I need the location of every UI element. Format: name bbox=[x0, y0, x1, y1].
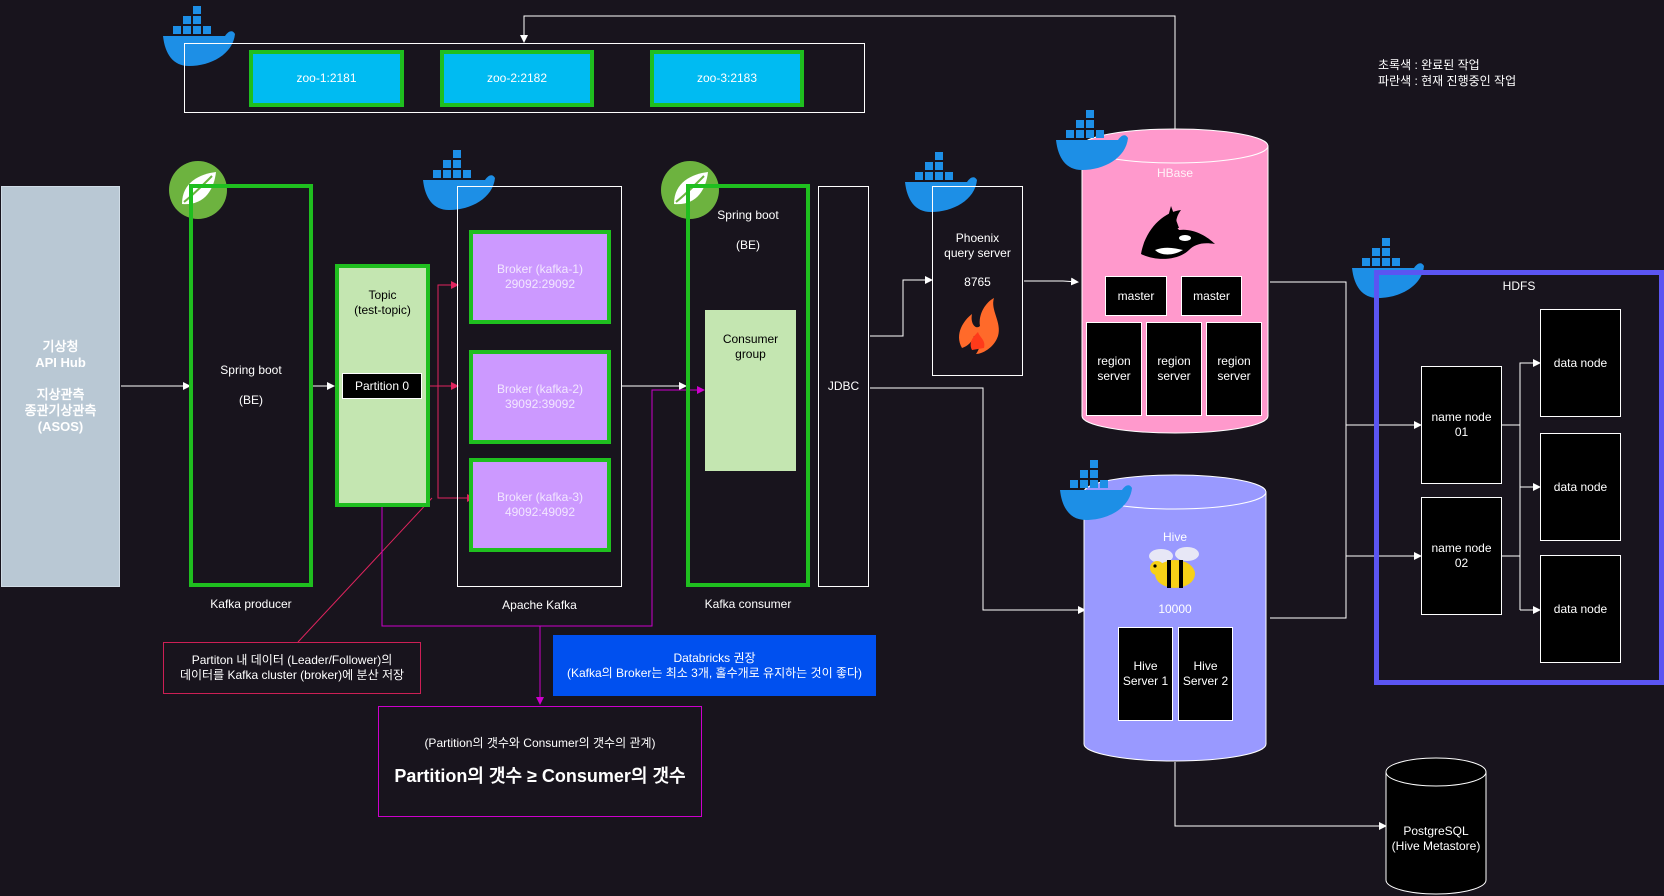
partition-consumer-relation: (Partition의 갯수와 Consumer의 갯수의 관계) Partit… bbox=[378, 706, 702, 817]
legend-in-progress: 파란색 : 현재 진행중인 작업 bbox=[1378, 74, 1517, 88]
source-title: 기상청 API Hub bbox=[35, 338, 86, 370]
topic-title: Topic (test-topic) bbox=[354, 288, 411, 317]
broker-kafka-3: Broker (kafka-3) 49092:49092 bbox=[469, 458, 611, 552]
hive-server-1: Hive Server 1 bbox=[1118, 627, 1173, 721]
docker-icon bbox=[163, 6, 235, 66]
databricks-body: (Kafka의 Broker는 최소 3개, 홀수개로 유지하는 것이 좋다) bbox=[566, 665, 863, 680]
databricks-note: Databricks 권장 (Kafka의 Broker는 최소 3개, 홀수개… bbox=[553, 635, 876, 696]
docker-icon bbox=[423, 150, 495, 210]
data-node-2: data node bbox=[1540, 433, 1621, 541]
postgres-cylinder bbox=[1385, 757, 1487, 895]
hbase-title: HBase bbox=[1156, 166, 1194, 180]
hive-server-2: Hive Server 2 bbox=[1178, 627, 1233, 721]
phoenix-title: Phoenix query server bbox=[944, 231, 1011, 260]
hbase-region-server-2: region server bbox=[1146, 322, 1202, 416]
producer-label: Spring boot (BE) bbox=[220, 363, 282, 407]
postgres-label: PostgreSQL (Hive Metastore) bbox=[1391, 824, 1481, 853]
docker-icon bbox=[1056, 110, 1128, 170]
orca-icon bbox=[1141, 206, 1215, 259]
docker-icon bbox=[905, 152, 977, 212]
hbase-region-server-3: region server bbox=[1206, 322, 1262, 416]
hdfs-title: HDFS bbox=[1502, 279, 1536, 293]
edge-hive-postgres bbox=[1174, 762, 1387, 830]
kafka-producer-box: Spring boot (BE) bbox=[189, 184, 313, 587]
databricks-title: Databricks 권장 bbox=[673, 650, 756, 665]
partition-note: Partiton 내 데이터 (Leader/Follower)의 데이터를 K… bbox=[163, 642, 421, 694]
source-subtitle: 지상관측 종관기상관측 (ASOS) bbox=[24, 386, 97, 434]
white-connectors bbox=[121, 15, 1541, 830]
phoenix-flame-icon bbox=[959, 298, 999, 354]
phoenix-box: Phoenix query server 8765 bbox=[932, 186, 1023, 376]
broker-kafka-1: Broker (kafka-1) 29092:29092 bbox=[469, 230, 611, 324]
edge-phoenix-hbase bbox=[1024, 277, 1079, 286]
consumer-caption: Kafka consumer bbox=[704, 597, 792, 611]
bee-icon bbox=[1149, 547, 1199, 588]
kafka-consumer-box: Spring boot (BE) bbox=[686, 184, 810, 587]
zookeeper-node-3: zoo-3:2183 bbox=[650, 50, 804, 107]
producer-caption: Kafka producer bbox=[210, 597, 292, 611]
hdfs-cluster: HDFS bbox=[1374, 270, 1664, 685]
data-node-3: data node bbox=[1540, 555, 1621, 663]
data-node-1: data node bbox=[1540, 309, 1621, 417]
hive-port: 10000 bbox=[1158, 602, 1192, 616]
spring-leaf-icon bbox=[661, 161, 719, 219]
consumer-group: Consumer group bbox=[705, 310, 796, 471]
hbase-region-server-1: region server bbox=[1086, 322, 1142, 416]
docker-icon bbox=[1060, 460, 1132, 520]
edge-hbase-hdfs bbox=[1270, 281, 1347, 619]
relation-subtitle: (Partition의 갯수와 Consumer의 갯수의 관계) bbox=[424, 736, 656, 750]
magenta-link bbox=[381, 386, 705, 705]
hbase-master-2: master bbox=[1181, 276, 1242, 316]
kafka-caption: Apache Kafka bbox=[502, 598, 577, 612]
hbase-master-1: master bbox=[1105, 276, 1167, 316]
kafka-cluster bbox=[457, 186, 622, 587]
partition-0: Partition 0 bbox=[342, 373, 422, 399]
data-source-box: 기상청 API Hub 지상관측 종관기상관측 (ASOS) bbox=[1, 186, 120, 587]
jdbc-box: JDBC bbox=[818, 186, 869, 587]
broker-kafka-2: Broker (kafka-2) 39092:39092 bbox=[469, 350, 611, 444]
edge-jdbc-phoenix bbox=[870, 276, 933, 337]
zookeeper-node-1: zoo-1:2181 bbox=[249, 50, 404, 107]
zookeeper-node-2: zoo-2:2182 bbox=[440, 50, 594, 107]
hive-title: Hive bbox=[1162, 530, 1187, 544]
name-node-01: name node 01 bbox=[1421, 366, 1502, 484]
hive-cylinder bbox=[1083, 474, 1267, 762]
edge-hbase-zookeeper bbox=[520, 15, 1176, 140]
partition-arrows bbox=[297, 281, 475, 643]
edge-jdbc-hive bbox=[870, 387, 1086, 614]
consumer-title: Spring boot (BE) bbox=[717, 208, 779, 252]
legend-completed: 초록색 : 완료된 작업 bbox=[1378, 58, 1480, 72]
relation-headline: Partition의 갯수 ≥ Consumer의 갯수 bbox=[394, 766, 686, 786]
phoenix-port: 8765 bbox=[964, 275, 991, 289]
zookeeper-group bbox=[184, 43, 865, 113]
name-node-02: name node 02 bbox=[1421, 497, 1502, 615]
